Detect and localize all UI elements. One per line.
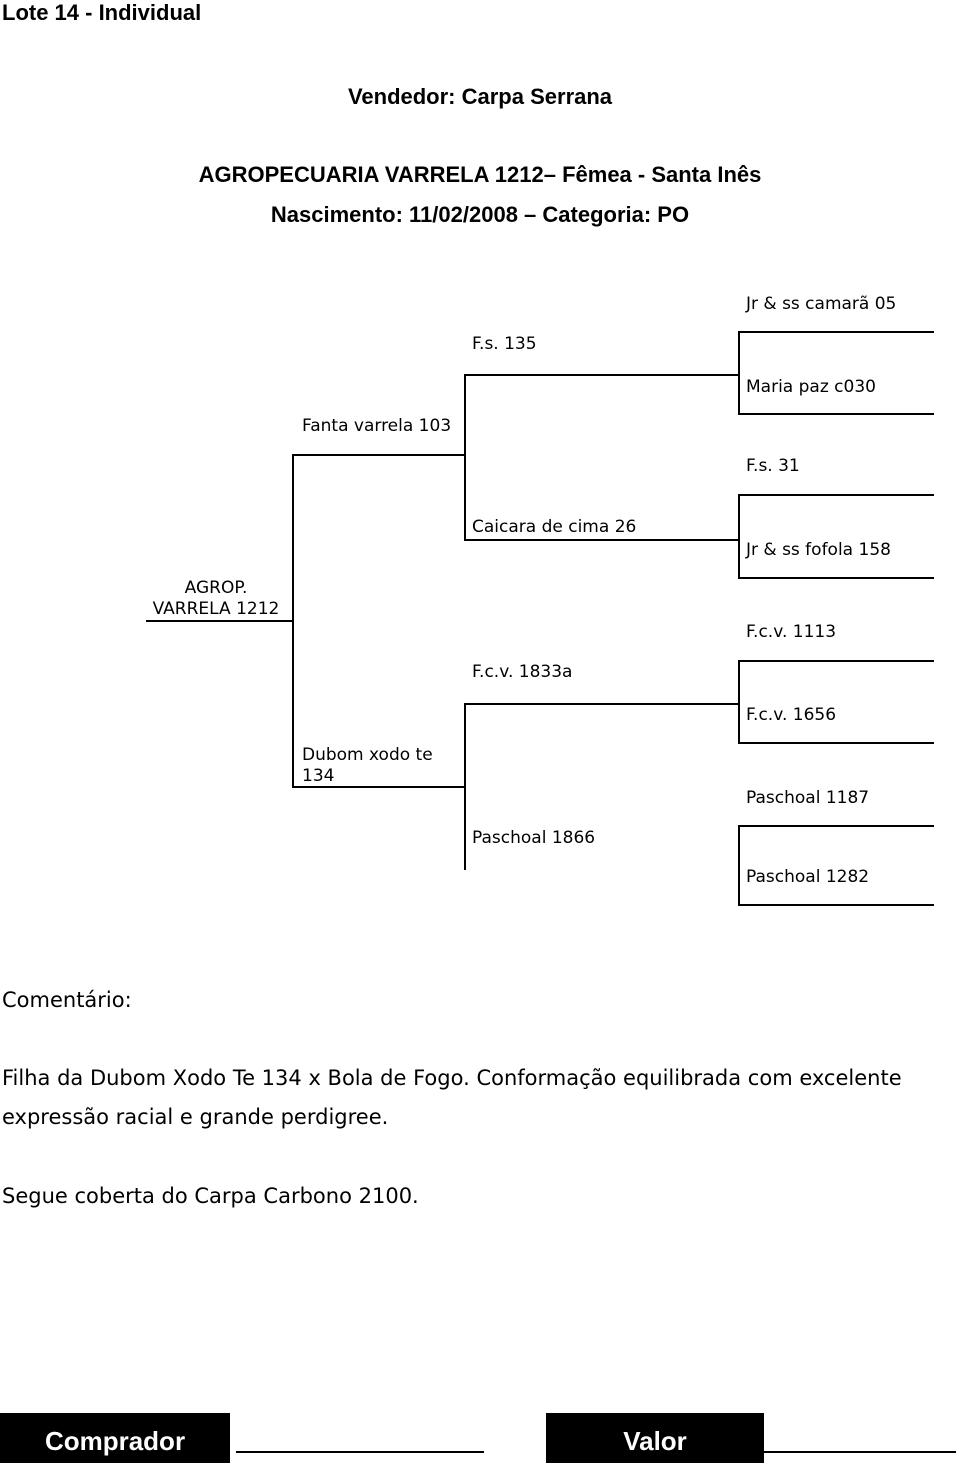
pedigree-line [292,455,294,788]
pedigree-ggp-4: Jr & ss fofola 158 [746,540,891,560]
vendor-line: Vendedor: Carpa Serrana [347,84,613,109]
pedigree-ggp-3: F.s. 31 [746,456,800,476]
pedigree-line [738,660,740,744]
pedigree-line [292,786,466,788]
pedigree-line [738,904,934,906]
pedigree-line [738,825,934,827]
value-label: Valor [546,1413,764,1463]
pedigree-dam-sire: F.c.v. 1833a [472,662,573,682]
pedigree-line [464,539,740,541]
pedigree-ggp-1: Jr & ss camarã 05 [746,294,897,314]
pedigree-ggp-8: Paschoal 1282 [746,867,870,887]
value-input-line[interactable] [764,1451,956,1453]
comment-note: Segue coberta do Carpa Carbono 2100. [2,1184,419,1208]
comment-label: Comentário: [2,988,132,1012]
pedigree-line [738,577,934,579]
pedigree-ggp-5: F.c.v. 1113 [746,622,837,642]
pedigree-sire: Fanta varrela 103 [302,416,452,436]
lot-title: Lote 14 - Individual [2,0,202,25]
pedigree-sire-sire: F.s. 135 [472,334,537,354]
pedigree-self: AGROP. VARRELA 1212 [152,578,280,619]
pedigree-line [738,742,934,744]
pedigree-line [738,413,934,415]
pedigree-dam-dam: Paschoal 1866 [472,828,596,848]
pedigree-line [738,331,934,333]
pedigree-ggp-7: Paschoal 1187 [746,788,870,808]
birth-line: Nascimento: 11/02/2008 – Categoria: PO [270,202,690,227]
pedigree-line [292,454,466,456]
pedigree-dam: Dubom xodo te 134 [302,745,433,786]
pedigree-line [738,825,740,906]
buyer-label: Comprador [0,1413,230,1463]
comment-text: Filha da Dubom Xodo Te 134 x Bola de Fog… [2,1066,902,1129]
pedigree-line [738,331,740,415]
pedigree-line [464,374,740,376]
pedigree-sire-dam: Caicara de cima 26 [472,517,637,537]
pedigree-ggp-2: Maria paz c030 [746,377,876,397]
pedigree-line [464,703,740,705]
buyer-input-line[interactable] [236,1451,484,1453]
pedigree-line [738,660,934,662]
pedigree-line [738,494,934,496]
pedigree-line [464,374,466,540]
pedigree-line [738,494,740,578]
pedigree-line [146,620,294,622]
animal-line: AGROPECUARIA VARRELA 1212– Fêmea - Santa… [198,162,762,187]
pedigree-ggp-6: F.c.v. 1656 [746,705,837,725]
pedigree-line [464,703,466,870]
